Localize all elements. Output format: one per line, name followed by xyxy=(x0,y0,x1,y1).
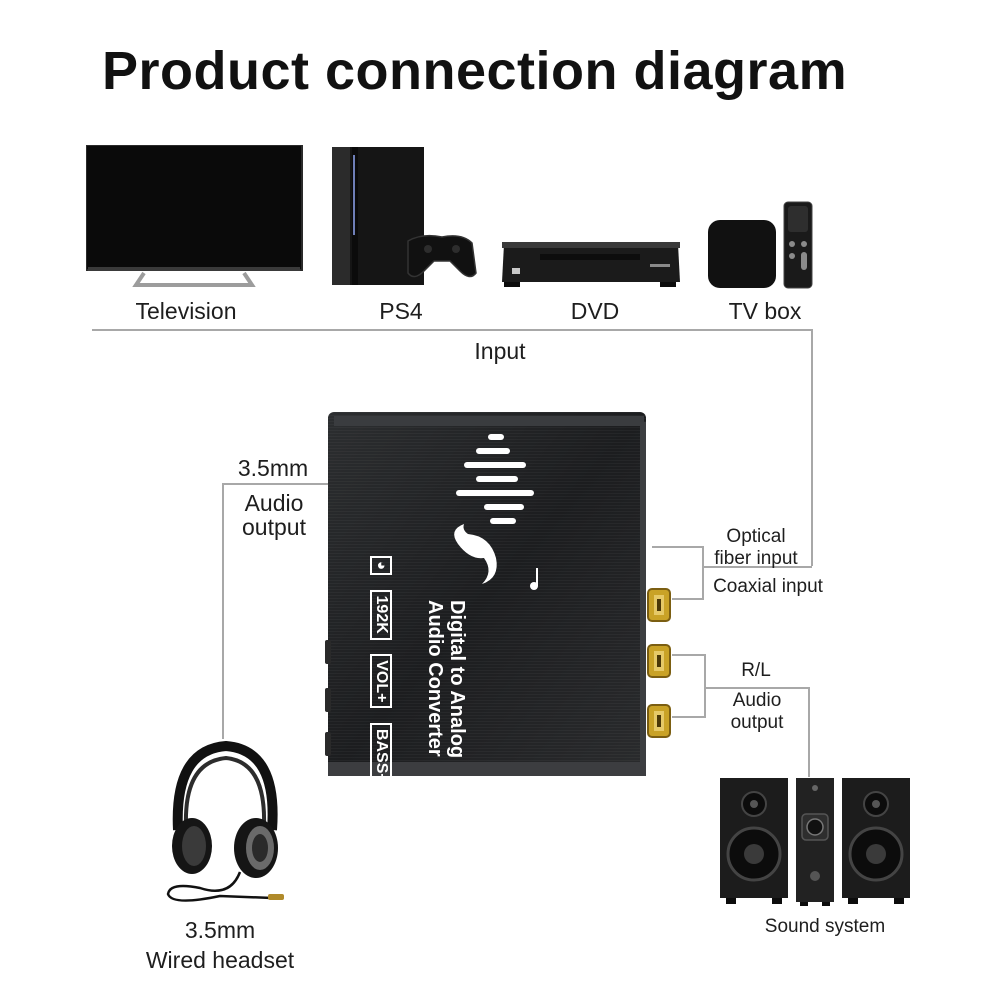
sound-system-label: Sound system xyxy=(764,916,886,937)
volume-knob-left xyxy=(325,640,331,664)
page-title: Product connection diagram xyxy=(102,41,848,101)
headset-feed-line xyxy=(222,483,224,739)
jack-audio-line-2: output xyxy=(242,514,306,540)
optical-feed-line xyxy=(811,329,813,566)
rca-left-jack-icon xyxy=(646,703,672,739)
television-image xyxy=(86,145,304,287)
input-group-label: Input xyxy=(474,338,526,364)
tv-box-image xyxy=(706,200,816,292)
badge-192k: 192K xyxy=(370,589,392,640)
headphones-image xyxy=(160,738,290,910)
optical-bracket-vertical xyxy=(702,546,704,600)
sound-system-image xyxy=(718,776,912,908)
optical-label-line-2: fiber input xyxy=(714,548,798,569)
tv-box-label: TV box xyxy=(728,298,802,324)
headset-label-line-1: 3.5mm xyxy=(184,917,256,943)
optical-feed-horizontal xyxy=(704,566,812,568)
badge-bass: BASS+ xyxy=(370,722,392,789)
device-brand-text: Digital to Analog Audio Converter xyxy=(424,600,468,860)
rl-bracket-vertical xyxy=(704,654,706,718)
bass-knob-left xyxy=(325,688,331,712)
headset-label-line-2: Wired headset xyxy=(145,947,295,973)
jack-bracket-horizontal xyxy=(222,483,328,485)
dvd-label: DVD xyxy=(570,298,620,324)
power-knob-left xyxy=(325,732,331,756)
dac-converter-device xyxy=(328,412,652,780)
ps4-label: PS4 xyxy=(379,298,423,324)
rl-audio-output-label: Audio output xyxy=(712,690,802,734)
optical-label-line-1: Optical xyxy=(726,526,786,547)
ps4-console-image xyxy=(330,145,480,290)
brand-line-2: Audio Converter xyxy=(424,600,446,757)
headphone-icon: ◕ xyxy=(370,556,392,576)
dvd-player-image xyxy=(500,238,682,290)
rl-feed-horizontal xyxy=(706,687,810,689)
rl-bracket-top xyxy=(672,654,706,656)
rl-audio-line-1: Audio xyxy=(732,690,782,711)
rl-feed-vertical xyxy=(808,687,810,777)
headset-label: 3.5mm Wired headset xyxy=(120,915,320,975)
television-label: Television xyxy=(135,298,237,324)
rl-audio-line-2: output xyxy=(730,712,784,733)
brand-line-1: Digital to Analog xyxy=(446,600,468,759)
jack-audio-line-1: Audio xyxy=(244,490,304,516)
jack-audio-output-label: Audio output xyxy=(228,491,320,539)
device-badges: ◕ 192K VOL+ BASS+ xyxy=(370,556,392,789)
rl-label: R/L xyxy=(741,660,771,681)
optical-input-label: Optical fiber input xyxy=(706,526,806,570)
optical-bracket-top xyxy=(652,546,704,548)
rca-right-jack-icon xyxy=(646,643,672,679)
input-connector-line xyxy=(92,329,813,331)
rl-bracket-bottom xyxy=(672,716,706,718)
coaxial-jack-icon xyxy=(646,587,672,623)
coaxial-bracket-bottom xyxy=(672,598,704,600)
jack-size-label: 3.5mm xyxy=(237,455,309,481)
coaxial-input-label: Coaxial input xyxy=(713,576,823,597)
badge-vol: VOL+ xyxy=(370,654,392,709)
